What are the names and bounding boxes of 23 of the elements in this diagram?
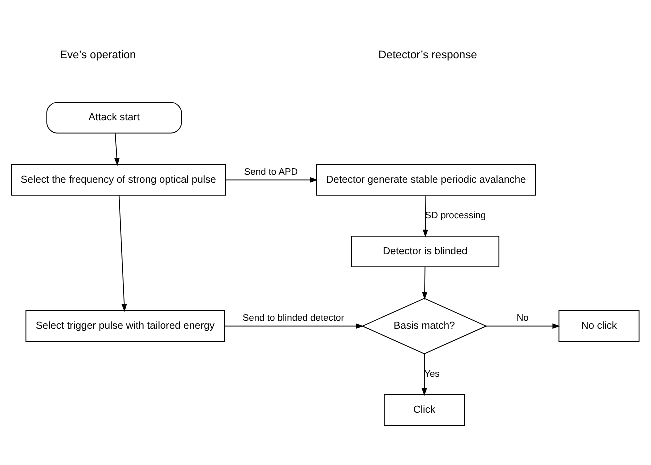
node-box: Click — [384, 394, 466, 426]
node-diamond: Basis match? — [362, 298, 488, 354]
edge-label: No — [516, 312, 529, 323]
edge-label: Send to blinded detector — [242, 312, 344, 323]
arrow — [422, 194, 428, 238]
node-box: No click — [558, 310, 640, 342]
arrow — [225, 176, 318, 182]
arrow — [422, 353, 428, 396]
node-box: Select the frequency of strong optical pulse — [11, 164, 226, 196]
arrow — [422, 266, 428, 300]
arrow — [114, 132, 120, 166]
arrow — [224, 323, 364, 328]
label: Detector’s response — [378, 49, 478, 62]
edge-label: SD processing — [425, 210, 486, 220]
node-box: Select trigger pulse with tailored energy — [26, 310, 226, 342]
edge-label: Yes — [424, 368, 440, 378]
arrow — [486, 323, 560, 328]
label: Eve’s operation — [60, 49, 136, 62]
node-box: Attack start — [46, 102, 182, 134]
node-box: Detector is blinded — [351, 235, 500, 267]
edge-label: Send to APD — [244, 166, 298, 176]
arrow — [118, 194, 128, 312]
node-box: Detector generate stable periodic avalanche — [316, 164, 536, 196]
